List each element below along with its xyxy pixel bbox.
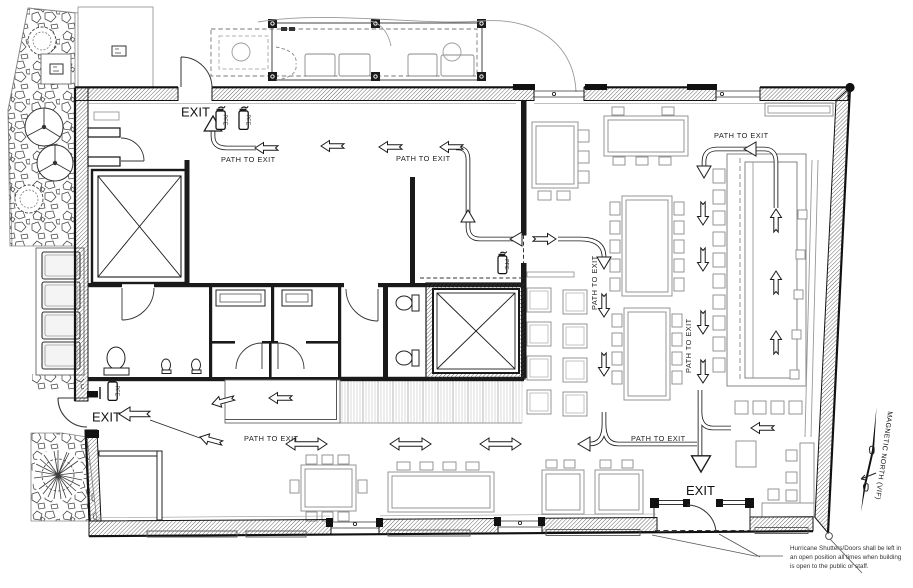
svg-text:PATH TO EXIT: PATH TO EXIT bbox=[221, 155, 276, 164]
svg-text:EXIT: EXIT bbox=[92, 410, 121, 425]
svg-text:an open position all times whe: an open position all times when building bbox=[790, 554, 902, 561]
svg-text:PATH TO EXIT: PATH TO EXIT bbox=[396, 154, 451, 163]
svg-text:PATH TO EXIT: PATH TO EXIT bbox=[714, 131, 769, 140]
svg-text:EXIT: EXIT bbox=[181, 105, 210, 120]
svg-text:PATH TO EXIT: PATH TO EXIT bbox=[684, 318, 693, 373]
svg-text:PATH TO EXIT: PATH TO EXIT bbox=[244, 434, 299, 443]
svg-text:PATH TO EXIT: PATH TO EXIT bbox=[590, 255, 599, 310]
svg-text:PATH TO EXIT: PATH TO EXIT bbox=[631, 434, 686, 443]
svg-text:is open to the public or staff: is open to the public or staff. bbox=[790, 563, 869, 570]
svg-text:EXIT: EXIT bbox=[686, 483, 715, 498]
svg-text:Hurricane Shutters/Doors shall: Hurricane Shutters/Doors shall be left i… bbox=[790, 545, 902, 552]
